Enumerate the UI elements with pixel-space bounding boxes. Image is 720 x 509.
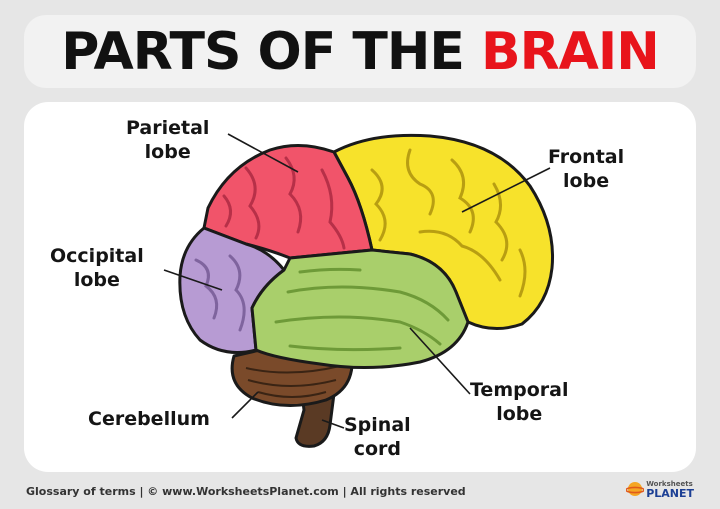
temporal-lobe [250, 248, 470, 370]
leader-cerebellum [231, 391, 259, 419]
frontal-folds [370, 148, 527, 298]
label-temporal-lobe: Temporal lobe [470, 378, 568, 426]
leader-spinal [321, 419, 345, 429]
label-occipital-lobe: Occipital lobe [50, 244, 144, 292]
brand-text: Worksheets PLANET [646, 480, 694, 500]
title-main: PARTS OF THE [61, 21, 465, 82]
label-spinal-cord: Spinal cord [344, 413, 411, 461]
label-cerebellum-text: Cerebellum [88, 408, 210, 430]
label-spinal-line1: Spinal [344, 414, 411, 436]
leader-occipital [163, 269, 223, 291]
title-bar: PARTS OF THE BRAIN [24, 15, 696, 88]
leader-temporal [409, 327, 471, 395]
label-temporal-line1: Temporal [470, 379, 569, 401]
brand[interactable]: Worksheets PLANET [626, 480, 694, 500]
label-spinal-line2: cord [353, 438, 401, 460]
label-frontal-lobe: Frontal lobe [548, 145, 624, 193]
label-occipital-line1: Occipital [50, 245, 144, 267]
page-title: PARTS OF THE BRAIN [61, 21, 660, 82]
brand-bottom: PLANET [646, 487, 694, 500]
label-cerebellum: Cerebellum [88, 407, 210, 431]
label-occipital-line2: lobe [73, 269, 120, 291]
planet-logo-icon [626, 482, 645, 496]
leader-lines [163, 133, 551, 429]
brand-top: Worksheets [646, 480, 693, 488]
label-parietal-lobe: Parietal lobe [126, 116, 209, 164]
leader-parietal [227, 133, 299, 173]
label-frontal-line2: lobe [563, 170, 610, 192]
leader-frontal [461, 167, 551, 213]
temporal-folds [274, 267, 450, 352]
footer-text: Glossary of terms | © www.WorksheetsPlan… [26, 485, 466, 498]
label-parietal-line2: lobe [144, 141, 191, 163]
occipital-folds [194, 254, 246, 332]
label-frontal-line1: Frontal [548, 146, 625, 168]
label-parietal-line1: Parietal [126, 117, 210, 139]
label-temporal-line2: lobe [496, 403, 543, 425]
cerebellum-folds [245, 365, 341, 398]
title-accent: BRAIN [480, 21, 660, 82]
